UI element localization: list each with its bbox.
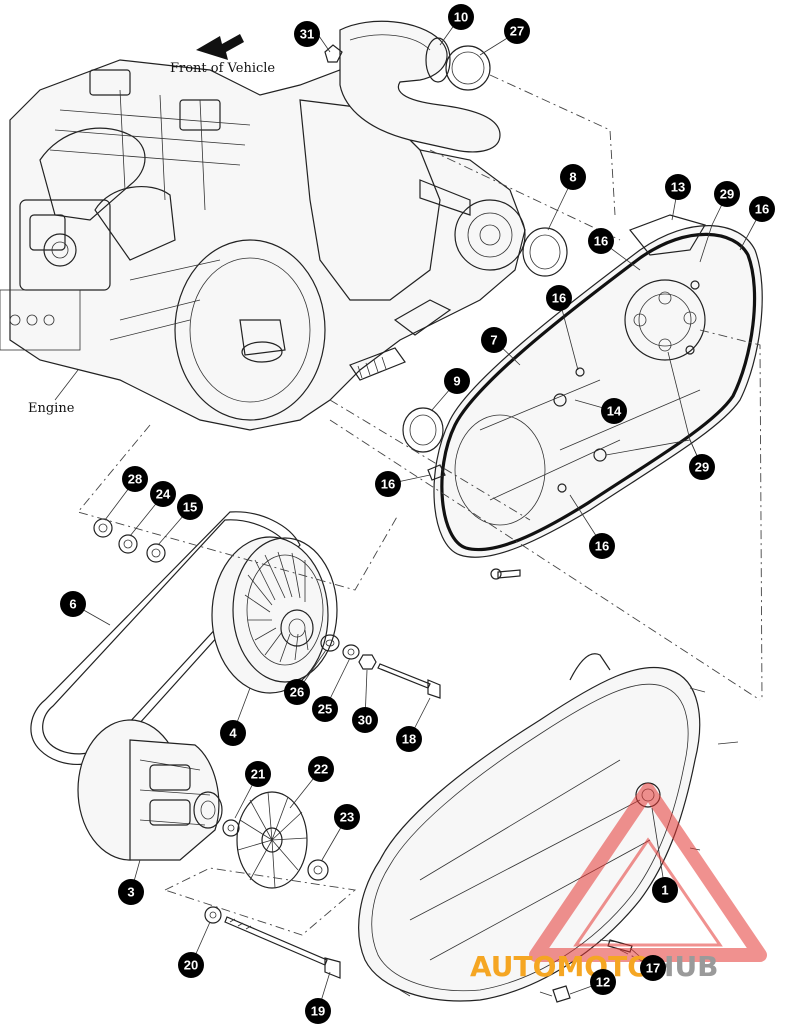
svg-text:16: 16 <box>594 234 608 249</box>
svg-text:4: 4 <box>229 726 237 741</box>
callout-16-bottom: 16 <box>589 533 615 559</box>
washer-24 <box>118 534 138 554</box>
svg-text:16: 16 <box>381 477 395 492</box>
nut-30 <box>358 654 377 670</box>
callout-1: 1 <box>652 877 678 903</box>
callout-28: 28 <box>122 466 148 492</box>
washer-15 <box>146 543 166 563</box>
svg-text:25: 25 <box>318 702 332 717</box>
washer-21 <box>222 819 240 837</box>
callout-3: 3 <box>118 879 144 905</box>
front-arrow-icon <box>196 34 244 60</box>
callout-22: 22 <box>308 756 334 782</box>
callout-8: 8 <box>560 164 586 190</box>
callout-24: 24 <box>150 481 176 507</box>
callout-16-upper: 16 <box>588 228 614 254</box>
callout-23: 23 <box>334 804 360 830</box>
callout-7: 7 <box>481 327 507 353</box>
svg-text:22: 22 <box>314 762 328 777</box>
callout-21: 21 <box>245 761 271 787</box>
svg-text:28: 28 <box>128 472 142 487</box>
callout-20: 20 <box>178 952 204 978</box>
svg-text:15: 15 <box>183 500 197 515</box>
bolt-16-lower <box>490 568 521 580</box>
svg-text:14: 14 <box>607 404 622 419</box>
washer-25 <box>342 644 360 660</box>
callout-25: 25 <box>312 696 338 722</box>
watermark-text: AUTOMOTOHUB <box>470 950 719 983</box>
callout-16-left: 16 <box>375 471 401 497</box>
bolt-16-left <box>427 464 446 481</box>
callout-29-bottom: 29 <box>689 454 715 480</box>
duct-sensor <box>324 44 343 63</box>
callout-30: 30 <box>352 707 378 733</box>
watermark-logo <box>529 783 767 962</box>
callout-12: 12 <box>590 969 616 995</box>
engine-assembly <box>0 59 526 431</box>
svg-text:10: 10 <box>454 10 468 25</box>
seal-ring-8 <box>522 227 568 277</box>
drive-clutch <box>77 719 223 861</box>
callout-9: 9 <box>444 368 470 394</box>
svg-text:13: 13 <box>671 180 685 195</box>
svg-text:12: 12 <box>596 975 610 990</box>
air-duct <box>339 20 501 153</box>
svg-text:16: 16 <box>595 539 609 554</box>
callout-15: 15 <box>177 494 203 520</box>
svg-text:26: 26 <box>290 685 304 700</box>
bolt-19 <box>224 916 341 979</box>
callout-31: 31 <box>294 21 320 47</box>
washer-20 <box>204 906 222 924</box>
callout-10: 10 <box>448 4 474 30</box>
svg-text:3: 3 <box>127 885 134 900</box>
duct-clamp <box>445 45 491 91</box>
svg-text:1: 1 <box>661 883 668 898</box>
callout-29-top: 29 <box>714 181 740 207</box>
driven-clutch <box>211 536 338 694</box>
seal-ring-9 <box>402 407 444 453</box>
bolt-18 <box>377 663 441 699</box>
svg-text:17: 17 <box>646 961 660 976</box>
bolt-12 <box>552 985 571 1003</box>
callout-4: 4 <box>220 720 246 746</box>
svg-text:21: 21 <box>251 767 265 782</box>
washer-26 <box>320 634 340 652</box>
svg-text:16: 16 <box>552 291 566 306</box>
svg-text:24: 24 <box>156 487 171 502</box>
callout-26: 26 <box>284 679 310 705</box>
callout-6: 6 <box>60 591 86 617</box>
alignment-lines <box>77 74 763 966</box>
callout-18: 18 <box>396 726 422 752</box>
inner-cover <box>433 214 763 558</box>
svg-text:29: 29 <box>695 460 709 475</box>
svg-text:16: 16 <box>755 202 769 217</box>
svg-text:27: 27 <box>510 24 524 39</box>
svg-text:23: 23 <box>340 810 354 825</box>
callout-13: 13 <box>665 174 691 200</box>
svg-text:8: 8 <box>569 170 576 185</box>
svg-text:6: 6 <box>69 597 76 612</box>
svg-text:9: 9 <box>453 374 460 389</box>
callout-14: 14 <box>601 398 627 424</box>
svg-text:19: 19 <box>311 1004 325 1019</box>
washer-28 <box>93 518 113 538</box>
svg-text:29: 29 <box>720 187 734 202</box>
svg-text:30: 30 <box>358 713 372 728</box>
engine-label: Engine <box>28 401 75 416</box>
svg-text:31: 31 <box>300 27 314 42</box>
callout-17: 17 <box>640 955 666 981</box>
callout-16-middle: 16 <box>546 285 572 311</box>
svg-text:18: 18 <box>402 732 416 747</box>
cooling-fan <box>236 791 308 889</box>
callout-16-top-right: 16 <box>749 196 775 222</box>
washer-23 <box>307 859 329 881</box>
front-of-vehicle-label: Front of Vehicle <box>170 61 275 76</box>
callout-27: 27 <box>504 18 530 44</box>
callout-19: 19 <box>305 998 331 1024</box>
watermark-text-part1: AUTOMOTO <box>470 950 651 983</box>
svg-text:20: 20 <box>184 958 198 973</box>
svg-text:7: 7 <box>490 333 497 348</box>
